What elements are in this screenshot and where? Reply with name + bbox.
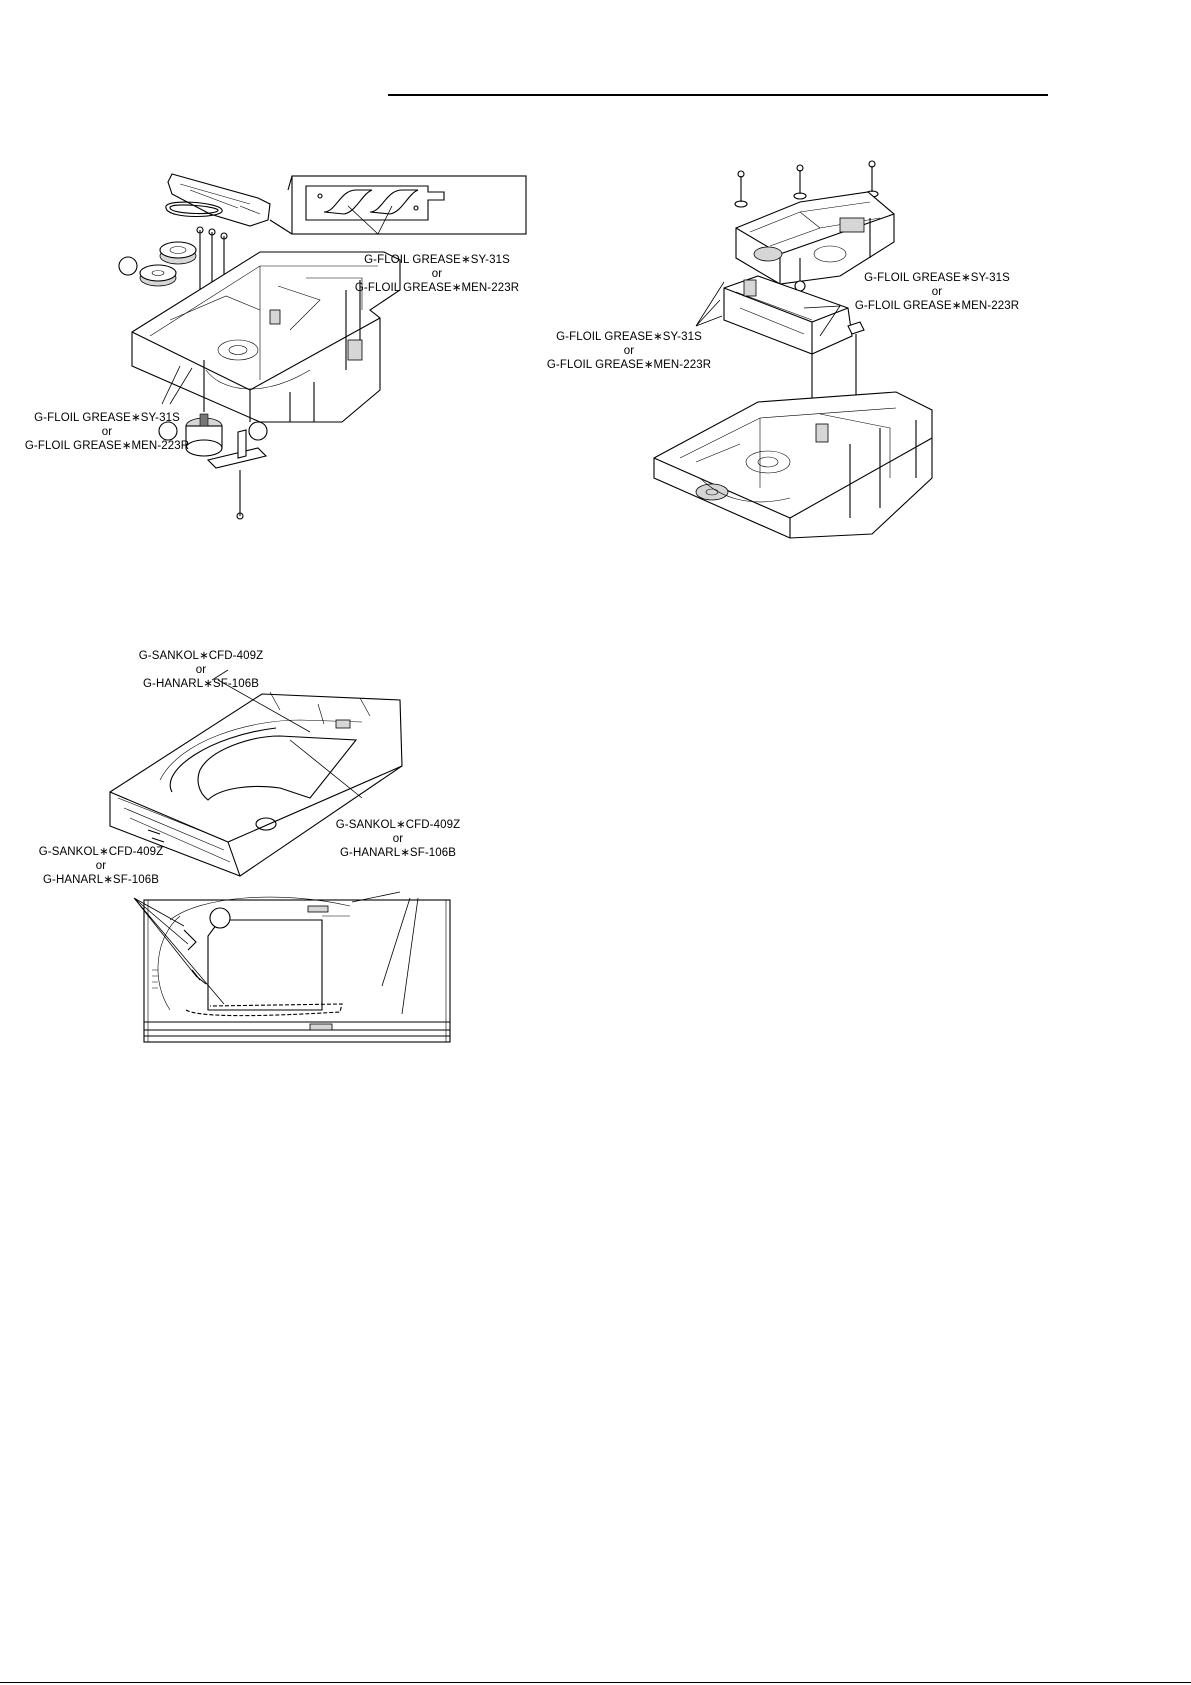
grease-label-fig3-right: G-SANKOL∗CFD-409Z or G-HANARL∗SF-106B bbox=[313, 818, 483, 860]
label-line: G-FLOIL GREASE∗SY-31S bbox=[556, 331, 702, 343]
label-line: G-FLOIL GREASE∗SY-31S bbox=[364, 254, 510, 266]
label-line: G-FLOIL GREASE∗SY-31S bbox=[864, 272, 1010, 284]
grease-label-fig2-right: G-FLOIL GREASE∗SY-31S or G-FLOIL GREASE∗… bbox=[852, 271, 1022, 313]
label-line: or bbox=[195, 664, 207, 676]
label-line: G-SANKOL∗CFD-409Z bbox=[335, 819, 461, 831]
disc-tray-drawing bbox=[109, 669, 451, 1043]
mechanism-base-exploded-drawing bbox=[118, 173, 527, 520]
label-line: G-FLOIL GREASE∗MEN-223R bbox=[24, 440, 190, 452]
label-line: G-SANKOL∗CFD-409Z bbox=[138, 650, 264, 662]
label-line: G-SANKOL∗CFD-409Z bbox=[38, 846, 164, 858]
label-line: or bbox=[392, 833, 404, 845]
grease-label-fig1-top: G-FLOIL GREASE∗SY-31S or G-FLOIL GREASE∗… bbox=[352, 253, 522, 295]
label-line: or bbox=[931, 286, 943, 298]
label-line: or bbox=[623, 345, 635, 357]
label-line: G-FLOIL GREASE∗MEN-223R bbox=[354, 282, 520, 294]
label-line: G-FLOIL GREASE∗SY-31S bbox=[34, 412, 180, 424]
grease-label-fig3-left: G-SANKOL∗CFD-409Z or G-HANARL∗SF-106B bbox=[16, 845, 186, 887]
grease-label-fig2-left: G-FLOIL GREASE∗SY-31S or G-FLOIL GREASE∗… bbox=[544, 330, 714, 372]
label-line: G-HANARL∗SF-106B bbox=[339, 847, 457, 859]
label-line: or bbox=[95, 860, 107, 872]
label-line: G-FLOIL GREASE∗MEN-223R bbox=[546, 359, 712, 371]
header-rule bbox=[388, 94, 1048, 96]
label-line: G-HANARL∗SF-106B bbox=[142, 678, 260, 690]
label-line: or bbox=[101, 426, 113, 438]
footer-rule bbox=[0, 1682, 1191, 1683]
grease-label-fig1-left: G-FLOIL GREASE∗SY-31S or G-FLOIL GREASE∗… bbox=[22, 411, 192, 453]
label-line: or bbox=[431, 268, 443, 280]
traverse-unit-exploded-drawing bbox=[653, 160, 933, 539]
label-line: G-FLOIL GREASE∗MEN-223R bbox=[854, 300, 1020, 312]
label-line: G-HANARL∗SF-106B bbox=[42, 874, 160, 886]
grease-label-fig3-top: G-SANKOL∗CFD-409Z or G-HANARL∗SF-106B bbox=[116, 649, 286, 691]
